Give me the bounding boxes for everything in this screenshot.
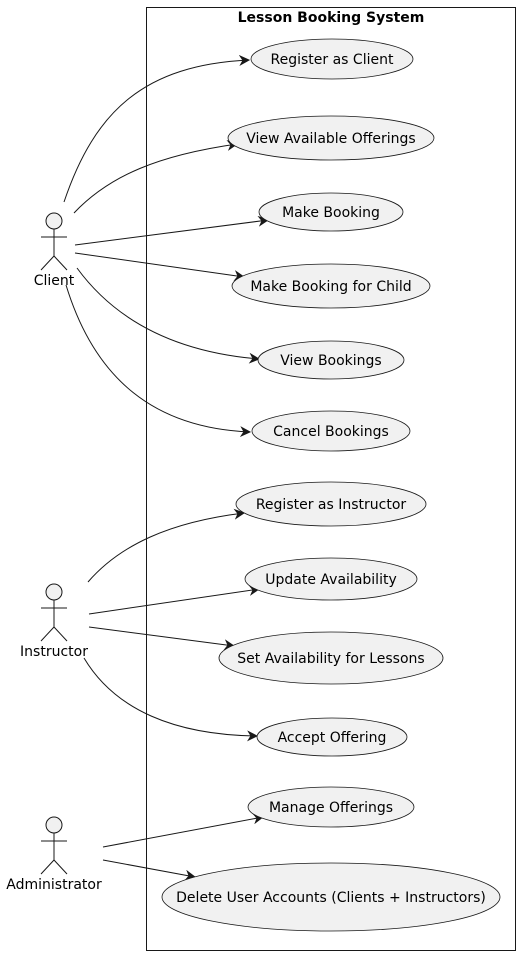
use-case-label: Register as Instructor — [256, 497, 407, 513]
association-client-cancel-bookings — [65, 284, 252, 438]
association-client-make-booking-child — [74, 252, 246, 282]
stick-figure-icon — [40, 212, 68, 271]
association-instructor-set-availability — [88, 626, 236, 651]
use-case-ellipse — [231, 263, 431, 309]
actor-label: Administrator — [6, 877, 102, 893]
use-case-label: Cancel Bookings — [273, 424, 389, 440]
use-case-label: Manage Offerings — [269, 800, 393, 816]
use-case-label: Register as Client — [271, 52, 394, 68]
use-case-label: Update Availability — [265, 572, 396, 588]
use-case-ellipse — [227, 115, 435, 161]
use-case-cancel-bookings[interactable]: Cancel Bookings — [251, 410, 411, 452]
use-case-ellipse — [257, 340, 405, 380]
stick-figure-icon — [40, 816, 68, 875]
use-case-delete-accounts[interactable]: Delete User Accounts (Clients + Instruct… — [161, 862, 501, 932]
use-case-register-client[interactable]: Register as Client — [250, 38, 414, 80]
use-case-ellipse — [235, 481, 427, 527]
use-case-ellipse — [161, 862, 501, 932]
use-case-ellipse — [251, 410, 411, 452]
use-case-ellipse — [244, 557, 418, 601]
association-instructor-accept-offering — [83, 657, 259, 742]
actor-client[interactable]: Client — [34, 212, 75, 289]
association-client-view-bookings — [76, 267, 261, 364]
association-client-view-offerings — [73, 139, 239, 214]
use-case-update-availability[interactable]: Update Availability — [244, 557, 418, 601]
use-case-view-bookings[interactable]: View Bookings — [257, 340, 405, 380]
actor-instructor[interactable]: Instructor — [20, 583, 88, 660]
use-case-manage-offerings[interactable]: Manage Offerings — [247, 786, 415, 828]
association-instructor-update-availability — [88, 584, 261, 615]
system-boundary: Lesson Booking System — [146, 7, 516, 951]
use-case-label: Make Booking for Child — [250, 279, 411, 295]
use-case-view-offerings[interactable]: View Available Offerings — [227, 115, 435, 161]
associations — [63, 54, 270, 881]
use-case-label: Make Booking — [282, 205, 380, 221]
stick-figure-icon — [40, 583, 68, 642]
actor-label: Instructor — [20, 644, 88, 660]
use-case-label: Set Availability for Lessons — [237, 651, 424, 667]
use-case-label: View Bookings — [280, 353, 381, 369]
use-case-accept-offering[interactable]: Accept Offering — [256, 717, 408, 757]
use-case-label: Delete User Accounts (Clients + Instruct… — [176, 890, 486, 906]
association-client-make-booking — [74, 215, 270, 246]
use-case-make-booking-child[interactable]: Make Booking for Child — [231, 263, 431, 309]
actors: Client Instructor Administrator — [6, 212, 102, 893]
association-client-register-client — [63, 54, 251, 203]
system-boundary-rect — [146, 7, 516, 951]
use-case-label: View Available Offerings — [246, 131, 415, 147]
use-case-label: Accept Offering — [278, 730, 387, 746]
use-case-make-booking[interactable]: Make Booking — [258, 192, 404, 232]
use-case-ellipse — [256, 717, 408, 757]
association-administrator-manage-offerings — [102, 813, 265, 848]
use-case-set-availability-lessons[interactable]: Set Availability for Lessons — [218, 631, 444, 685]
use-case-ellipse — [247, 786, 415, 828]
association-instructor-register-instructor — [87, 508, 246, 583]
association-administrator-delete-accounts — [102, 859, 197, 881]
actor-label: Client — [34, 273, 75, 289]
use-case-ellipse — [250, 38, 414, 80]
use-case-ellipse — [258, 192, 404, 232]
use-case-ellipse — [218, 631, 444, 685]
use-cases: Register as Client View Available Offeri… — [161, 38, 501, 932]
actor-administrator[interactable]: Administrator — [6, 816, 102, 893]
use-case-register-instructor[interactable]: Register as Instructor — [235, 481, 427, 527]
system-title: Lesson Booking System — [238, 10, 425, 26]
